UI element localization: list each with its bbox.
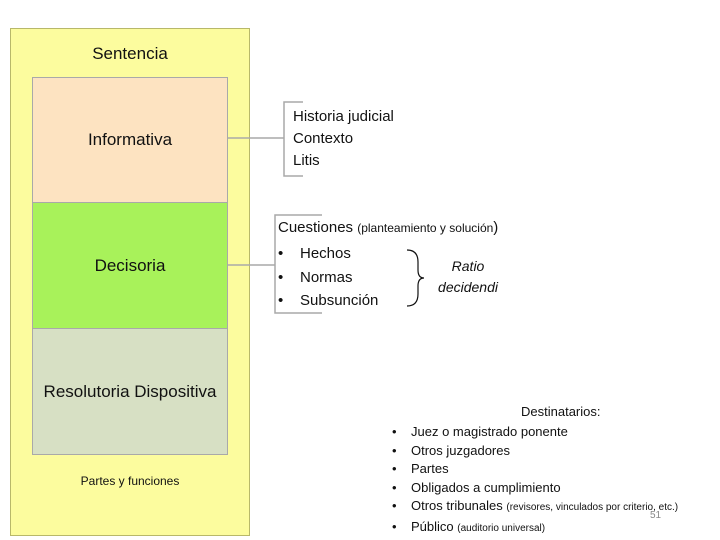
- informativa-list: Historia judicial Contexto Litis: [293, 106, 394, 172]
- decidendi-line: decidendi: [438, 279, 498, 295]
- list-item-label: Partes: [411, 461, 449, 476]
- page-number: 51: [650, 510, 662, 521]
- bullet-icon: •: [278, 268, 284, 286]
- list-item-label: Juez o magistrado ponente: [411, 424, 568, 439]
- list-item-label: Público: [411, 518, 454, 534]
- list-item: • Obligados a cumplimiento: [392, 479, 678, 498]
- list-item: Contexto: [293, 130, 354, 147]
- list-item-label: Otros tribunales: [411, 498, 503, 513]
- list-item: • Otros juzgadores: [392, 442, 678, 461]
- bullet-icon: •: [278, 245, 284, 262]
- list-item-note: (revisores, vinculados por criterio, etc…: [506, 502, 679, 513]
- list-item: • Partes: [392, 460, 678, 479]
- decisoria-list: • Hechos • Normas • Subsunción: [278, 242, 378, 313]
- ratio-line: Ratio: [451, 258, 485, 274]
- list-item-label: Hechos: [300, 245, 351, 262]
- list-item: • Normas: [278, 266, 378, 290]
- list-item-label: Subsunción: [300, 292, 379, 309]
- bullet-icon: •: [392, 479, 397, 495]
- bullet-icon: •: [392, 442, 397, 458]
- list-item: • Juez o magistrado ponente: [392, 423, 678, 442]
- cuestiones-close: ): [493, 219, 499, 236]
- section-informativa: Informativa: [32, 77, 228, 203]
- bullet-icon: •: [392, 498, 397, 513]
- list-item: • Público (auditorio universal): [392, 518, 678, 539]
- diagram-title: Sentencia: [92, 44, 168, 63]
- destinatarios-title: Destinatarios:: [521, 404, 601, 419]
- list-item-label: Otros juzgadores: [411, 442, 510, 458]
- bullet-icon: •: [278, 292, 284, 309]
- cuestiones-heading: Cuestiones (planteamiento y solución): [278, 219, 498, 236]
- cuestiones-note: (planteamiento y solución: [357, 221, 494, 235]
- diagram-footer: Partes y funciones: [80, 474, 180, 488]
- bullet-icon: •: [392, 518, 397, 534]
- cuestiones-label: Cuestiones: [278, 219, 354, 236]
- list-item-label: Normas: [300, 268, 353, 286]
- section-resolutoria: Resolutoria Dispositiva: [32, 328, 228, 455]
- ratio-decidendi-label: Ratio decidendi: [428, 256, 508, 298]
- list-item: Historia judicial: [293, 108, 394, 125]
- bullet-icon: •: [392, 461, 397, 476]
- destinatarios-list: • Juez o magistrado ponente • Otros juzgad…: [392, 423, 678, 538]
- list-item: • Subsunción: [278, 289, 378, 313]
- bracket-decisoria: [274, 214, 322, 314]
- list-item-label: Obligados a cumplimiento: [411, 479, 561, 495]
- list-item: Litis: [293, 152, 320, 169]
- list-item: • Otros tribunales (revisores, vinculados…: [392, 497, 678, 518]
- list-item-note: (auditorio universal): [457, 522, 546, 534]
- list-item: • Hechos: [278, 242, 378, 266]
- bullet-icon: •: [392, 424, 397, 439]
- section-decisoria: Decisoria: [32, 202, 228, 329]
- bracket-informativa: [283, 101, 303, 177]
- curly-brace: [406, 249, 425, 307]
